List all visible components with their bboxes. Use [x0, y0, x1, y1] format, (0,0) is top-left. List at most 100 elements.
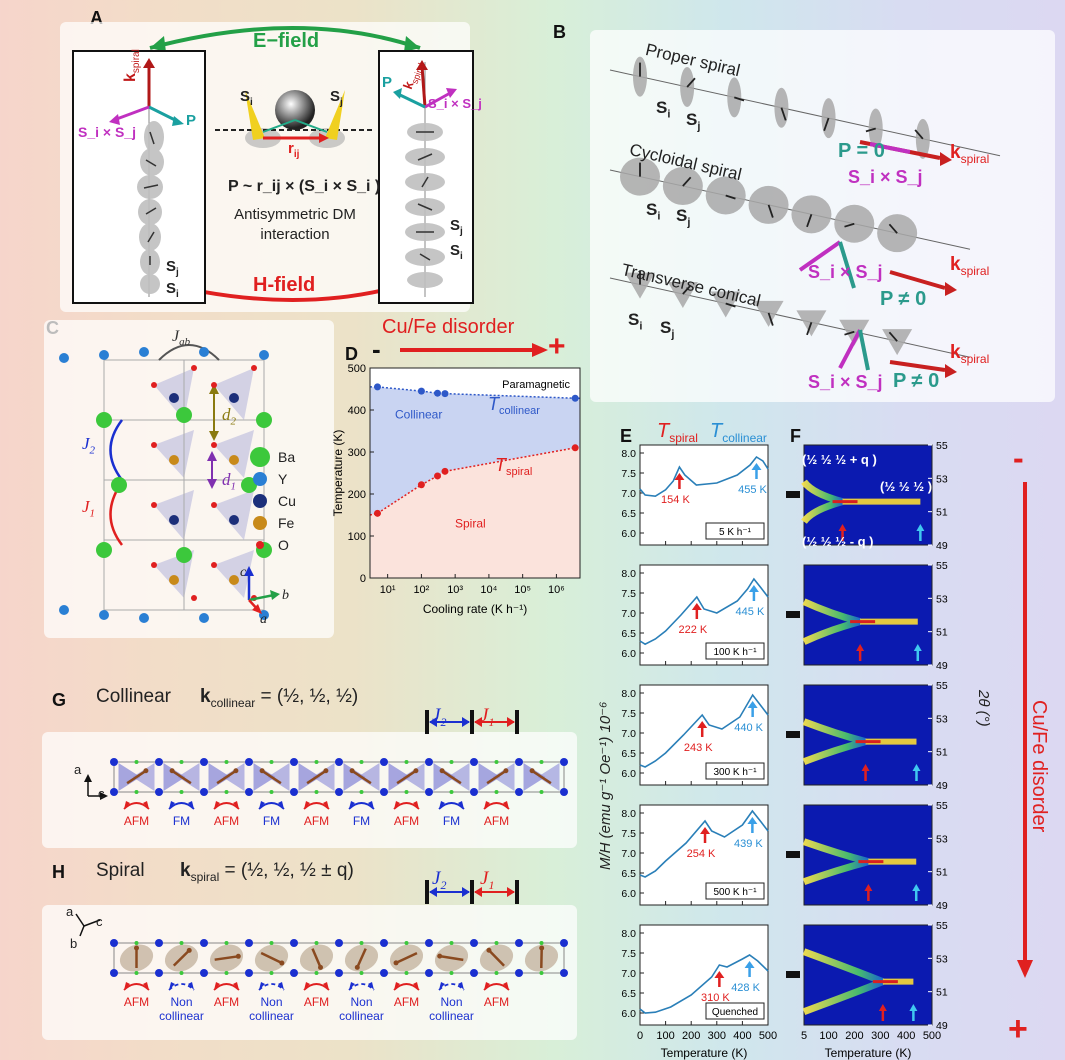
axis-a-label: a	[260, 612, 267, 628]
legend-swatch	[253, 494, 267, 508]
bond-label: AFM	[304, 814, 329, 828]
x-tick-label: 200	[682, 1030, 700, 1042]
legend-item-o: O	[250, 534, 330, 556]
legend-item-y: Y	[250, 468, 330, 490]
spin-arrowhead	[143, 768, 148, 773]
y-tick-label: 49	[936, 660, 948, 672]
i-subscript: i	[657, 210, 660, 222]
ba-atom	[450, 941, 454, 945]
spin-arrowhead	[134, 946, 139, 951]
t-spiral-value: 254 K	[687, 848, 716, 860]
y-tick-label: 49	[936, 900, 948, 912]
x-tick-label: 100	[819, 1030, 837, 1042]
ba-atom	[360, 971, 364, 975]
ba-atom	[135, 790, 139, 794]
y-atom	[470, 788, 478, 796]
s-symbol: S	[166, 280, 176, 297]
ba-atom	[360, 790, 364, 794]
s-symbol: S	[628, 310, 639, 329]
ba-atom	[405, 971, 409, 975]
k-symbol: k	[950, 342, 961, 363]
h-field-label: H-field	[253, 274, 315, 297]
t-collinear-point	[418, 388, 425, 395]
bond-label: AFM	[304, 995, 329, 1009]
d-symbol: d	[222, 405, 231, 424]
conical-p-nonzero: P ≠ 0	[893, 370, 939, 393]
y-tick-label: 7.5	[621, 828, 636, 840]
j-arrowhead	[507, 717, 515, 727]
panel-a-left-box: kspiral P S_i × S_j Sj Si	[72, 50, 206, 304]
x-axis-label: Temperature (K)	[661, 1046, 748, 1060]
y-atom	[155, 969, 163, 977]
j-subscript: j	[340, 97, 343, 108]
s-symbol: S	[686, 110, 697, 129]
bond-label: collinear	[429, 1009, 474, 1023]
s-symbol: S	[330, 88, 340, 105]
f-disorder-plus: +	[1008, 1010, 1028, 1049]
ba-atom	[135, 760, 139, 764]
spin-arrowhead	[539, 946, 544, 951]
bond-label: FM	[443, 814, 460, 828]
2-subscript: 2	[90, 444, 96, 456]
region-collinear: Collinear	[395, 407, 442, 421]
bond-label: AFM	[214, 995, 239, 1009]
legend-swatch	[256, 541, 264, 549]
i-subscript: i	[639, 320, 642, 332]
s-symbol: S	[450, 242, 460, 259]
y-atom	[245, 939, 253, 947]
x-tick-label: 10⁶	[548, 584, 565, 596]
legend-item-cu: Cu	[250, 490, 330, 512]
y-tick-label: 500	[348, 363, 366, 375]
t-collinear-point	[441, 390, 448, 397]
y-atom	[245, 758, 253, 766]
cycloid-k-label: kspiral	[950, 254, 989, 278]
y-tick-label: 55	[936, 800, 948, 812]
conical-k-label: kspiral	[950, 342, 989, 366]
y-tick-label: 6.5	[621, 508, 636, 520]
y-tick-label: 53	[936, 953, 948, 965]
s-symbol: S	[660, 318, 671, 337]
y-tick-label: 6.5	[621, 988, 636, 1000]
ba-atom	[270, 790, 274, 794]
t-spiral-point	[441, 468, 448, 475]
axis-a-arrowhead	[84, 774, 92, 782]
y-tick-label: 6.0	[621, 888, 636, 900]
1-subscript: 1	[90, 507, 96, 519]
ba-atom	[540, 760, 544, 764]
dm-formula: P ~ r_ij × (S_i × S_i )	[228, 178, 380, 196]
y-tick-label: 7.5	[621, 948, 636, 960]
y-atom	[470, 758, 478, 766]
spin-arrowhead	[503, 768, 508, 773]
y-tick-label: 300	[348, 447, 366, 459]
f-disorder-minus: -	[1013, 440, 1024, 477]
spin-arrowhead	[394, 960, 399, 965]
t-spiral-point	[572, 444, 579, 451]
ba-atom	[180, 760, 184, 764]
x-tick-label: 500	[759, 1030, 777, 1042]
k-subscript: spiral	[961, 264, 990, 278]
y-tick-label: 6.0	[621, 1008, 636, 1020]
ba-atom	[495, 941, 499, 945]
j-arrowhead	[507, 887, 515, 897]
g-j1: J1	[480, 705, 494, 730]
k-symbol: k	[950, 142, 961, 163]
region-spiral: Spiral	[455, 517, 486, 531]
spin-arrowhead	[440, 768, 445, 773]
e-field-label: E−field	[253, 30, 319, 53]
dm-caption-1: Antisymmetric DM	[230, 206, 360, 223]
panel-a-right-box: P kspiral S_i × S_j Sj Si	[378, 50, 474, 304]
y-tick-label: 7.0	[621, 968, 636, 980]
b-sj-1: Sj	[686, 110, 700, 132]
h-j1: J1	[480, 868, 494, 893]
d-symbol: d	[222, 470, 231, 489]
spin-arrowhead	[236, 954, 241, 959]
ba-atom	[135, 941, 139, 945]
k-subscript: spiral	[961, 152, 990, 166]
x-tick-label: 200	[845, 1030, 863, 1042]
bond-label: AFM	[124, 995, 149, 1009]
bond-label: AFM	[484, 995, 509, 1009]
y-tick-label: 7.5	[621, 588, 636, 600]
j2-label: J2	[82, 434, 95, 456]
ba-atom	[405, 790, 409, 794]
